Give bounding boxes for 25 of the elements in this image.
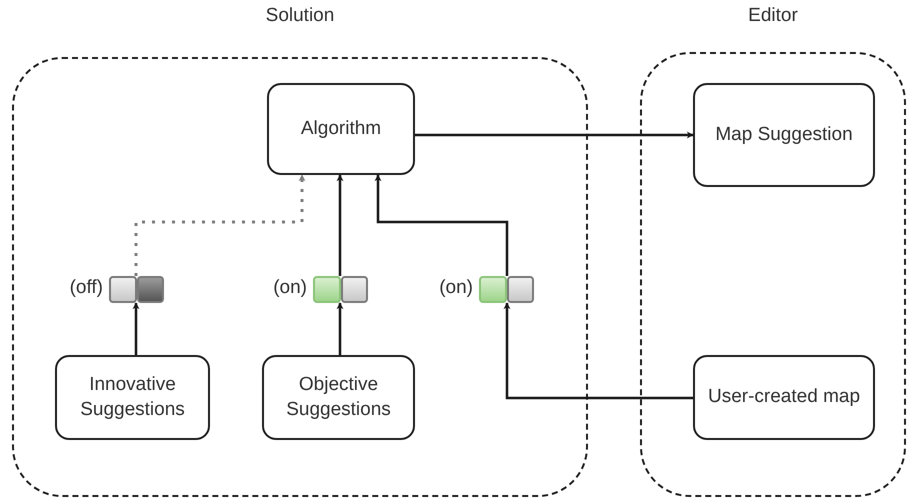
box-label: Objective Suggestions <box>285 372 392 422</box>
process-box <box>262 355 415 440</box>
toggle-switch <box>313 276 368 303</box>
state-label: (off) <box>70 277 103 299</box>
group-heading: Solution <box>264 5 336 27</box>
group-heading: Editor <box>747 5 799 27</box>
box-label: User-created map <box>708 385 860 410</box>
arrow <box>336 302 344 355</box>
arrow <box>374 174 508 276</box>
box-label: Algorithm <box>300 116 382 141</box>
process-box <box>55 355 210 440</box>
state-label: (on) <box>273 277 307 299</box>
box-label: Map Suggestion <box>715 122 853 147</box>
arrow <box>504 302 693 400</box>
arrow <box>132 302 140 355</box>
process-box <box>693 83 875 187</box>
process-box <box>267 83 415 175</box>
box-label: Innovative Suggestions <box>79 372 186 422</box>
toggle-switch <box>479 276 534 303</box>
toggle-switch <box>109 276 164 303</box>
arrow <box>336 174 344 276</box>
arrow <box>415 132 694 138</box>
process-box <box>693 355 875 440</box>
arrow <box>134 174 306 276</box>
state-label: (on) <box>439 277 473 299</box>
